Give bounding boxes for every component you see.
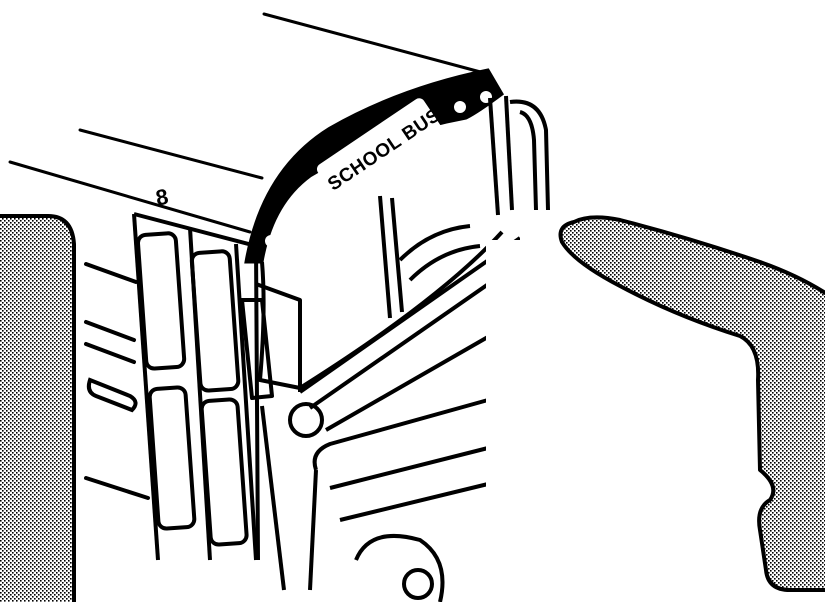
right-panel (558, 215, 825, 592)
door-panels (132, 212, 274, 561)
sign-light-left-2 (292, 203, 304, 215)
roof-number: 8 (154, 184, 170, 211)
sign-band: SCHOOL BUS (244, 68, 504, 264)
sign-light-left-1 (265, 235, 277, 247)
roof-speed-lines (8, 12, 490, 234)
hood (260, 328, 501, 602)
sign-light-right-1 (454, 101, 466, 113)
body-stripes (84, 262, 150, 500)
left-panel (0, 214, 76, 602)
mirror-arms (398, 99, 550, 282)
headlight-icon (288, 402, 324, 438)
